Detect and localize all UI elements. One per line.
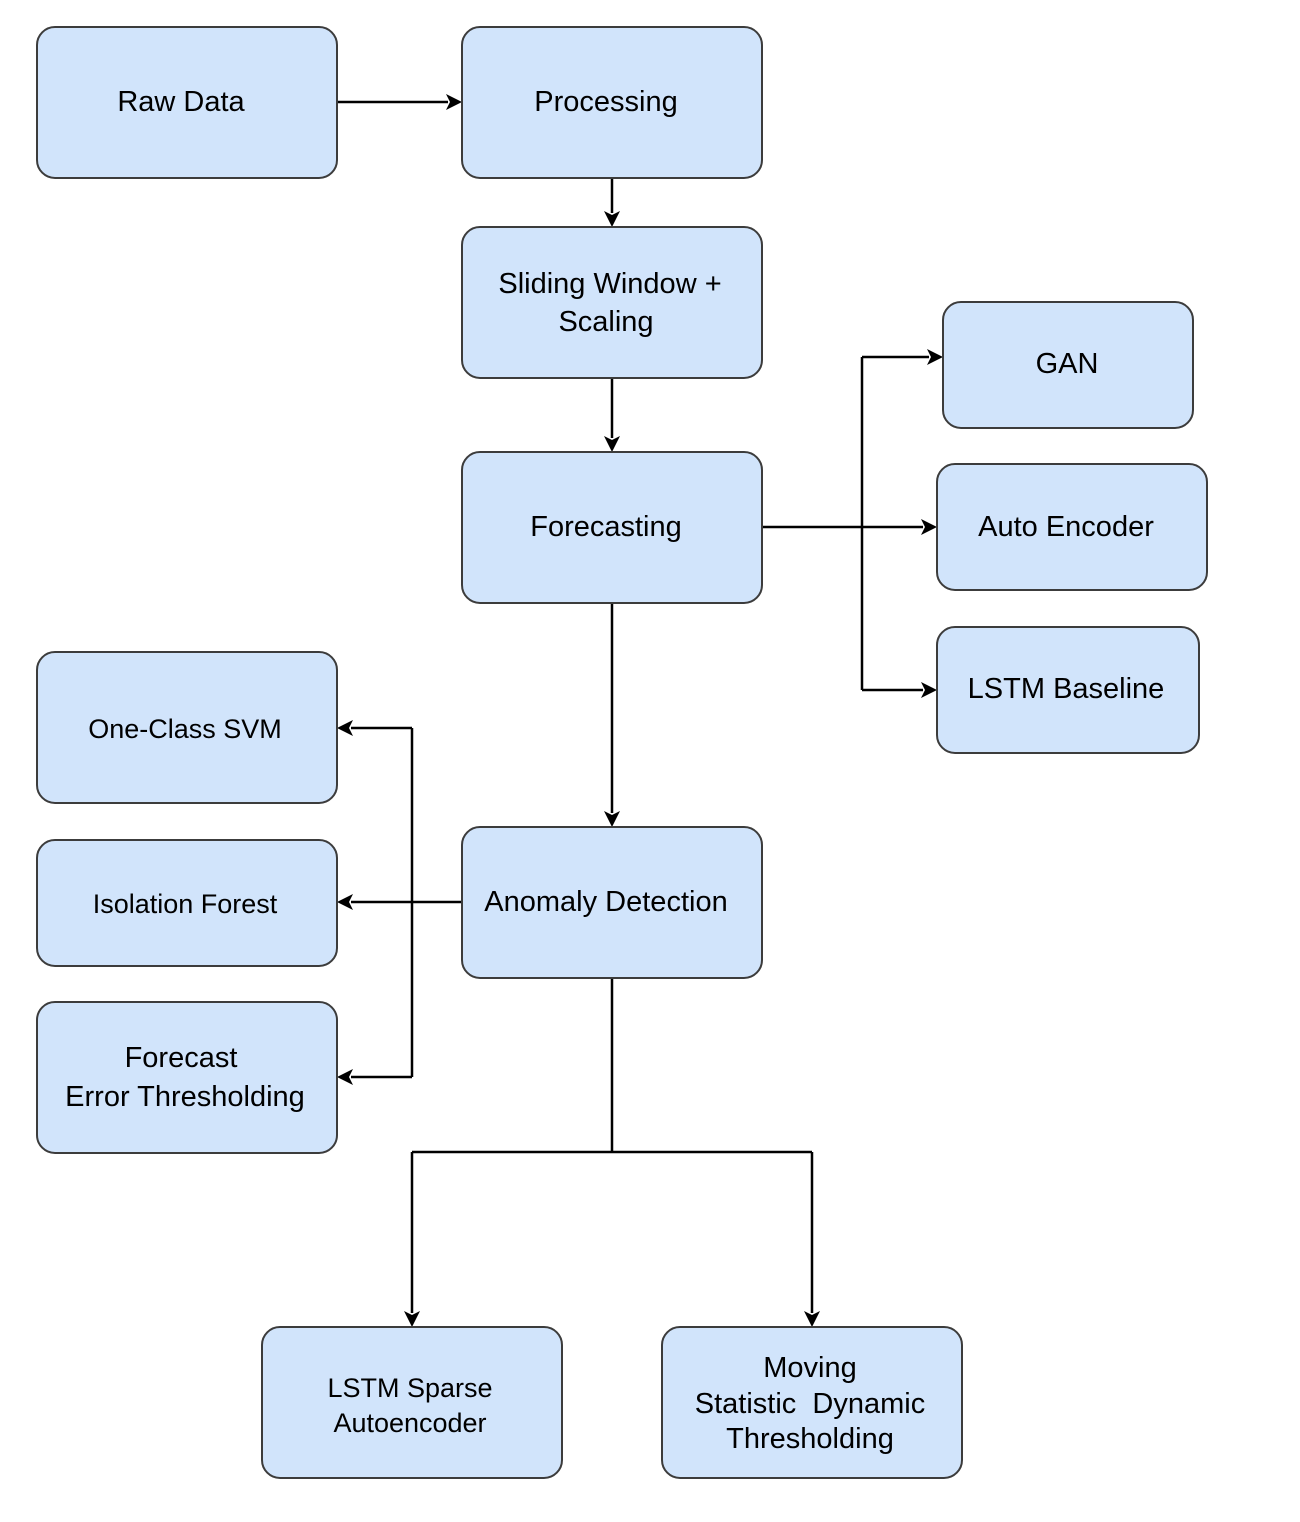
arrowhead [604, 436, 620, 452]
node-label: Forecasting [530, 511, 682, 543]
node-isolation-forest: Isolation Forest [36, 839, 338, 967]
node-label-line-3: Thresholding [726, 1423, 894, 1455]
node-forecasting: Forecasting [461, 451, 763, 604]
node-processing: Processing [461, 26, 763, 179]
arrowhead [446, 94, 462, 110]
node-label-line-2: Error Thresholding [65, 1081, 305, 1113]
node-forecast-error-thresholding: Forecast Error Thresholding [36, 1001, 338, 1154]
arrowhead [404, 1311, 420, 1327]
node-raw-data: Raw Data [36, 26, 338, 179]
node-one-class-svm: One-Class SVM [36, 651, 338, 804]
arrowhead [337, 894, 353, 910]
node-anomaly-detection: Anomaly Detection [461, 826, 763, 979]
node-lstm-sparse-autoencoder: LSTM Sparse Autoencoder [261, 1326, 563, 1479]
node-label: One-Class SVM [88, 714, 282, 744]
node-label: Anomaly Detection [484, 886, 727, 918]
arrowhead [921, 519, 937, 535]
node-label-line-1: Moving [763, 1352, 857, 1384]
node-lstm-baseline: LSTM Baseline [936, 626, 1200, 754]
node-label-line-2: Statistic Dynamic [695, 1388, 925, 1420]
arrowhead [804, 1311, 820, 1327]
node-label-line-1: LSTM Sparse [327, 1373, 492, 1403]
arrowhead [604, 211, 620, 227]
node-auto-encoder: Auto Encoder [936, 463, 1208, 591]
node-label-line-2: Scaling [558, 306, 653, 338]
arrowhead [921, 682, 937, 698]
node-label: Isolation Forest [93, 889, 278, 919]
arrowhead [927, 349, 943, 365]
node-label-line-1: Sliding Window + [498, 268, 721, 300]
node-label-line-1: Forecast [125, 1042, 238, 1074]
arrowhead [337, 1069, 353, 1085]
node-label: Processing [534, 86, 677, 118]
node-sliding-window-scaling: Sliding Window + Scaling [461, 226, 763, 379]
node-gan: GAN [942, 301, 1194, 429]
node-moving-statistic-dynamic-thresholding: Moving Statistic Dynamic Thresholding [661, 1326, 963, 1479]
node-label: Raw Data [117, 86, 245, 118]
node-label-line-2: Autoencoder [333, 1408, 486, 1438]
arrowhead [604, 811, 620, 827]
node-label: Auto Encoder [978, 511, 1154, 543]
arrowhead [337, 720, 353, 736]
node-label: LSTM Baseline [968, 673, 1165, 705]
edges [337, 94, 943, 1327]
node-label: GAN [1036, 348, 1099, 380]
